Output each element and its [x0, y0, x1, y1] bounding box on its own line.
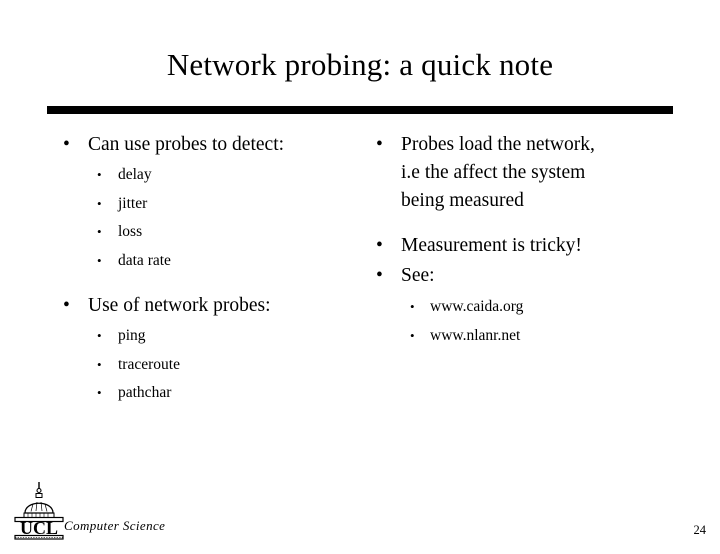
- bullet-label: See:: [401, 265, 435, 286]
- sub-bullet-loss: • loss: [47, 218, 347, 247]
- bullet-label-line-1: Probes load the network,: [401, 134, 595, 155]
- bullet-marker-icon: •: [376, 134, 383, 155]
- title-divider: [47, 106, 673, 114]
- bullet-marker-icon: •: [376, 265, 383, 286]
- link-label[interactable]: www.nlanr.net: [430, 327, 521, 344]
- bullet-label: Measurement is tricky!: [401, 235, 582, 256]
- bullet-marker-icon: •: [97, 224, 102, 239]
- bullet-marker-icon: •: [63, 134, 70, 155]
- bullet-marker-icon: •: [97, 356, 102, 372]
- sub-bullet-ping: • ping: [47, 322, 347, 351]
- svg-text:UCL: UCL: [20, 518, 58, 538]
- sub-bullet-pathchar: • pathchar: [47, 379, 347, 408]
- bullet-see: • See:: [360, 262, 670, 290]
- bullet-use-of-network-probes: • Use of network probes:: [47, 292, 347, 320]
- page-title: Network probing: a quick note: [166, 47, 554, 82]
- sub-bullet-label: jitter: [118, 194, 148, 212]
- left-content-column: • Can use probes to detect: • delay • ji…: [47, 131, 347, 408]
- sub-bullet-label: traceroute: [118, 355, 180, 373]
- bullet-marker-icon: •: [97, 195, 102, 211]
- sub-bullet-label: pathchar: [118, 384, 172, 401]
- page-number: 24: [693, 523, 707, 537]
- bullet-probes-load-network: • Probes load the network, i.e the affec…: [360, 131, 670, 215]
- sub-bullet-delay: • delay: [47, 161, 347, 190]
- right-content-column: • Probes load the network, i.e the affec…: [360, 131, 670, 350]
- sub-bullet-traceroute: • traceroute: [47, 351, 347, 380]
- bullet-marker-icon: •: [376, 235, 383, 256]
- bullet-marker-icon: •: [410, 328, 415, 343]
- sub-bullet-label: data rate: [118, 251, 171, 269]
- bullet-measurement-is-tricky: • Measurement is tricky!: [360, 232, 670, 260]
- bullet-label-line-3: being measured: [401, 190, 524, 211]
- bullet-label: Use of network probes:: [88, 295, 271, 316]
- sub-bullet-label: loss: [118, 223, 143, 240]
- bullet-marker-icon: •: [97, 385, 102, 400]
- bullet-marker-icon: •: [97, 167, 102, 182]
- bullet-marker-icon: •: [97, 252, 102, 268]
- ucl-logo-icon: UCL: [13, 480, 65, 542]
- bullet-label: Can use probes to detect:: [88, 134, 285, 155]
- bullet-label-line-2: i.e the affect the system: [401, 162, 586, 183]
- sub-bullet-label: ping: [118, 327, 146, 344]
- bullet-marker-icon: •: [97, 328, 102, 343]
- bullet-marker-icon: •: [410, 299, 415, 314]
- sub-bullet-data-rate: • data rate: [47, 247, 347, 276]
- footer-department-label: Computer Science: [64, 518, 166, 533]
- sub-bullet-link-caida[interactable]: • www.caida.org: [360, 292, 670, 321]
- sub-bullet-jitter: • jitter: [47, 190, 347, 219]
- link-label[interactable]: www.caida.org: [430, 298, 524, 315]
- sub-bullet-label: delay: [118, 166, 152, 183]
- bullet-marker-icon: •: [63, 295, 70, 316]
- bullet-can-use-probes: • Can use probes to detect:: [47, 131, 347, 159]
- sub-bullet-link-nlanr[interactable]: • www.nlanr.net: [360, 321, 670, 350]
